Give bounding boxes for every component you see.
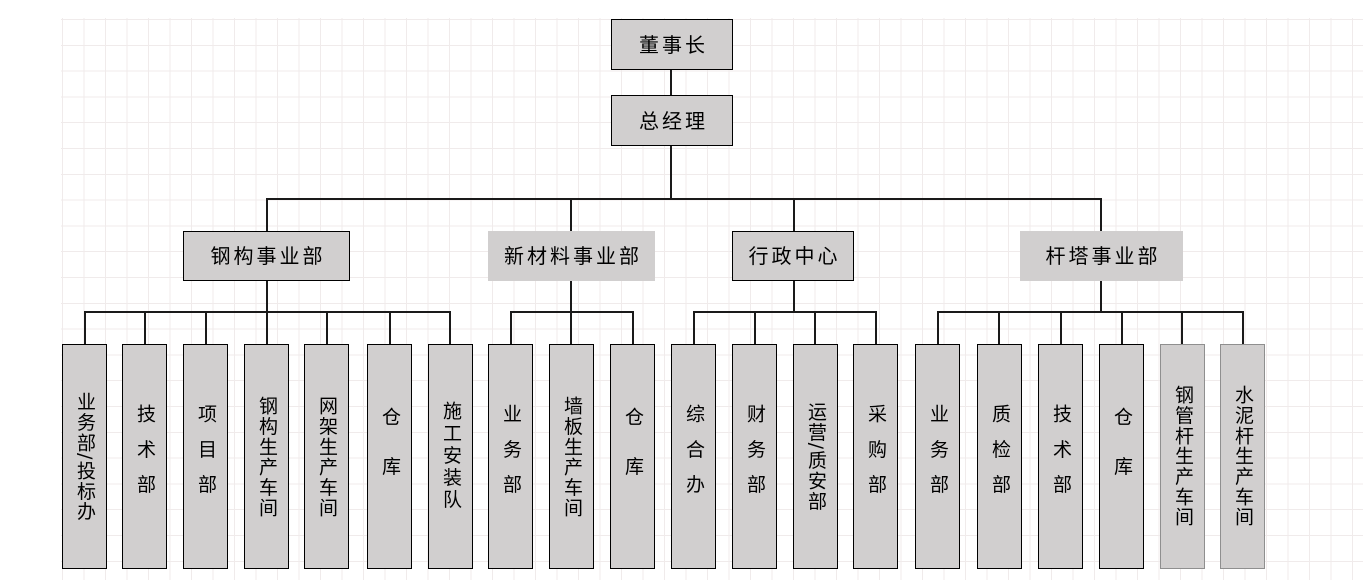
connector-line	[1100, 281, 1102, 311]
connector-line	[266, 198, 268, 231]
dept-box: 钢管杆生产车间	[1160, 344, 1205, 569]
connector-line	[670, 70, 672, 96]
dept-box: 质检部	[977, 344, 1022, 569]
connector-line	[693, 311, 876, 313]
org-box-chairman: 董事长	[611, 19, 733, 70]
connector-line	[144, 311, 146, 344]
connector-line	[632, 311, 634, 344]
dept-box: 运营/质安部	[793, 344, 838, 569]
connector-line	[266, 281, 268, 311]
dept-box: 施工安装队	[428, 344, 473, 569]
division-box-new-materials: 新材料事业部	[488, 231, 655, 281]
connector-line	[84, 311, 86, 344]
dept-box: 墙板生产车间	[549, 344, 594, 569]
dept-box: 业务部	[488, 344, 533, 569]
connector-line	[814, 311, 816, 344]
connector-line	[670, 146, 672, 199]
connector-line	[998, 311, 1000, 344]
connector-line	[449, 311, 451, 344]
division-box-steel-structure: 钢构事业部	[183, 231, 350, 281]
connector-line	[266, 311, 268, 344]
org-box-general-manager: 总经理	[611, 95, 733, 146]
dept-box: 水泥杆生产车间	[1220, 344, 1265, 569]
connector-line	[1242, 311, 1244, 344]
connector-line	[875, 311, 877, 344]
connector-line	[793, 198, 795, 231]
connector-line	[1181, 311, 1183, 344]
dept-box: 技术部	[1038, 344, 1083, 569]
connector-line	[510, 311, 512, 344]
division-box-admin-center: 行政中心	[732, 231, 854, 281]
grid-margin-top	[0, 0, 1363, 18]
connector-line	[570, 198, 572, 231]
connector-line	[326, 311, 328, 344]
dept-box: 技术部	[122, 344, 167, 569]
dept-box: 仓库	[610, 344, 655, 569]
connector-line	[570, 281, 572, 311]
dept-box: 仓库	[1099, 344, 1144, 569]
dept-box: 业务部/投标办	[62, 344, 107, 569]
connector-line	[389, 311, 391, 344]
connector-line	[937, 311, 939, 344]
connector-line	[267, 198, 1102, 200]
dept-box: 综合办	[671, 344, 716, 569]
dept-box: 钢构生产车间	[244, 344, 289, 569]
connector-line	[84, 311, 451, 313]
connector-line	[754, 311, 756, 344]
connector-line	[1060, 311, 1062, 344]
dept-box: 仓库	[367, 344, 412, 569]
dept-box: 网架生产车间	[304, 344, 349, 569]
connector-line	[793, 281, 795, 311]
dept-box: 项目部	[183, 344, 228, 569]
connector-line	[1121, 311, 1123, 344]
dept-box: 财务部	[732, 344, 777, 569]
connector-line	[205, 311, 207, 344]
connector-line	[510, 311, 633, 313]
connector-line	[1100, 198, 1102, 231]
connector-line	[693, 311, 695, 344]
connector-line	[937, 311, 1243, 313]
dept-box: 业务部	[915, 344, 960, 569]
grid-margin-left	[0, 0, 61, 580]
dept-box: 采购部	[853, 344, 898, 569]
connector-line	[570, 311, 572, 344]
division-box-pole-tower: 杆塔事业部	[1020, 231, 1183, 281]
